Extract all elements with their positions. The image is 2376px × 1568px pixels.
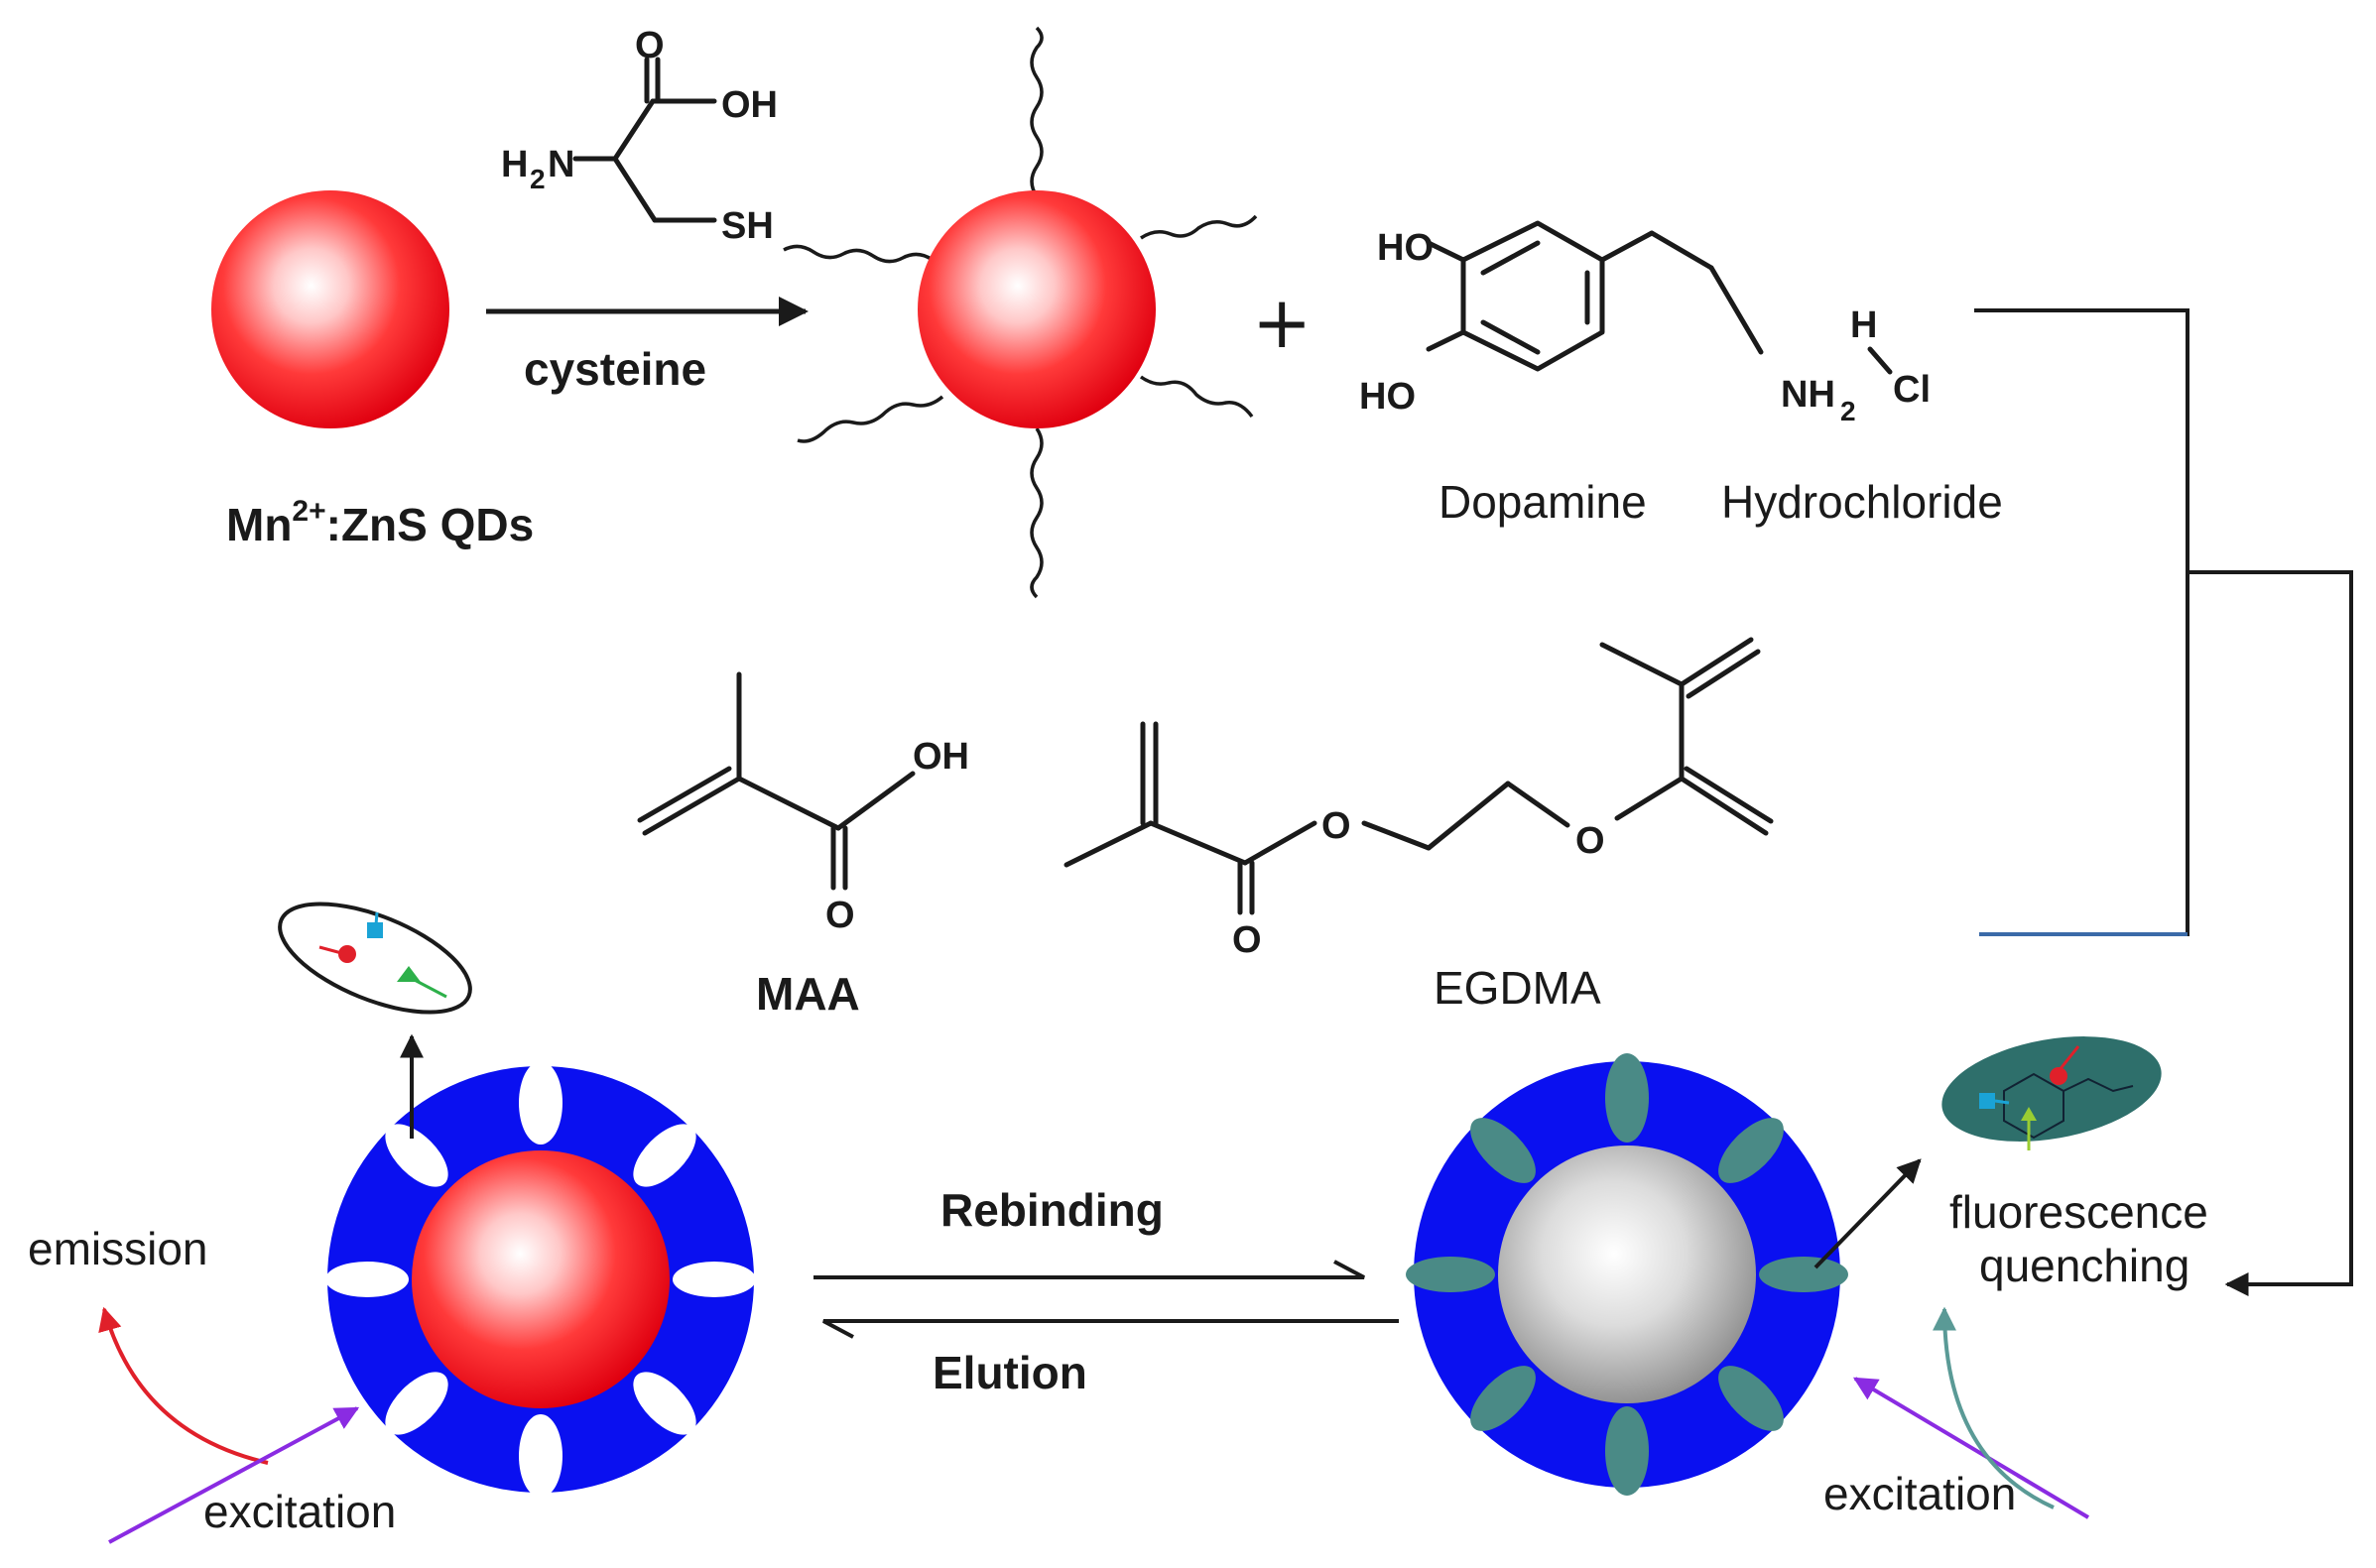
egdma-o2-atom: O xyxy=(1575,820,1605,862)
cys-n-atom: N xyxy=(548,144,574,185)
dopamine-2-sub: 2 xyxy=(1840,396,1856,426)
cysteine-structure: O OH H 2 N SH xyxy=(501,25,778,247)
dopamine-ho-bottom: HO xyxy=(1359,376,1416,418)
mip-right xyxy=(1406,1053,1848,1496)
hcl-cl-atom: Cl xyxy=(1893,369,1931,411)
dopamine-structure: HO HO NH 2 H Cl xyxy=(1359,220,1931,426)
qd-label: Mn2+:ZnS QDs xyxy=(226,495,534,550)
maa-label: MAA xyxy=(756,968,860,1020)
rebinding-diag-arrow xyxy=(1813,1158,1922,1269)
cysteine-label: cysteine xyxy=(524,343,706,395)
excitation-right-arrow xyxy=(1852,1377,2090,1519)
mip-right-core xyxy=(1498,1146,1756,1403)
quench-teal-arrow xyxy=(1933,1306,2055,1509)
mip-left-core xyxy=(412,1150,670,1408)
capped-qd xyxy=(783,26,1258,599)
hydrochloride-label: Hydrochloride xyxy=(1721,476,2003,528)
egdma-structure: O O O xyxy=(1063,637,1774,961)
emission-label: emission xyxy=(28,1223,208,1274)
capped-qd-sphere xyxy=(918,190,1156,428)
dopamine-ho-top: HO xyxy=(1377,227,1434,269)
maa-oh-atom: OH xyxy=(913,736,969,778)
rebinding-label: Rebinding xyxy=(940,1184,1164,1236)
egdma-label: EGDMA xyxy=(1434,962,1601,1014)
template-inset-left xyxy=(278,902,472,1015)
bare-qd-sphere xyxy=(211,190,449,428)
egdma-o3-atom: O xyxy=(1232,919,1262,961)
cys-h-atom: H xyxy=(501,144,528,185)
excitation-left-label: excitation xyxy=(203,1486,396,1537)
cys-sh-atom: SH xyxy=(721,205,774,247)
mip-right-cavities xyxy=(1406,1053,1848,1496)
cys-oh-atom: OH xyxy=(721,84,778,126)
template-inset-right xyxy=(1941,1036,2162,1150)
excitation-left-arrow xyxy=(108,1406,360,1544)
elution-label: Elution xyxy=(933,1347,1087,1398)
maa-o-atom: O xyxy=(825,895,855,936)
fluorescence-label: fluorescence xyxy=(1949,1186,2208,1238)
quenching-label: quenching xyxy=(1979,1240,2189,1291)
dopamine-label: Dopamine xyxy=(1438,476,1647,528)
mip-left xyxy=(325,1061,756,1498)
plus-sign: + xyxy=(1252,281,1312,364)
wavy-ligands xyxy=(783,26,1258,599)
bracket-connector xyxy=(1974,308,2353,1296)
maa-structure: OH O xyxy=(637,671,969,936)
hcl-h-atom: H xyxy=(1850,304,1877,346)
mip-left-cavities xyxy=(325,1061,756,1498)
cys-2-sub: 2 xyxy=(530,164,546,194)
egdma-o1-atom: O xyxy=(1321,805,1351,847)
emission-arrow xyxy=(98,1306,269,1465)
excitation-right-label: excitation xyxy=(1823,1468,2016,1519)
cys-o-atom: O xyxy=(635,25,665,66)
dopamine-nh-atom: NH xyxy=(1781,374,1835,416)
equilibrium-arrows xyxy=(813,1260,1399,1339)
